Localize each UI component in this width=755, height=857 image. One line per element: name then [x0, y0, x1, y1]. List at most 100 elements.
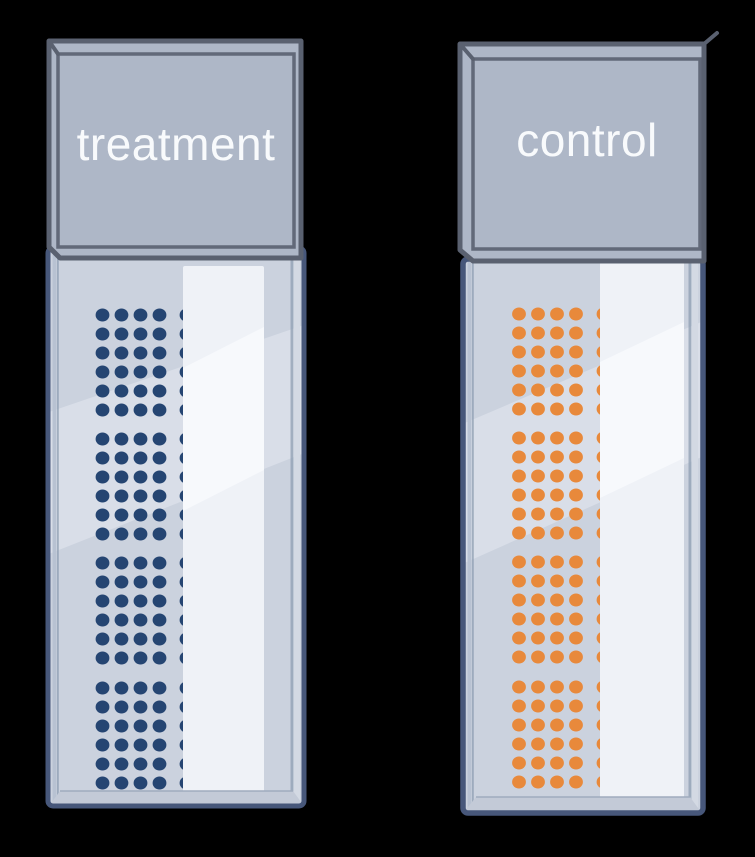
specimen-dot [152, 365, 167, 379]
specimen-dot [569, 326, 583, 340]
specimen-dot [550, 364, 564, 378]
specimen-dot [550, 699, 564, 713]
specimen-dot [133, 594, 148, 608]
specimen-dot [114, 470, 129, 484]
specimen-dot [512, 383, 526, 397]
specimen-dot [550, 680, 564, 694]
specimen-dot [569, 402, 583, 416]
specimen-dot [569, 469, 583, 483]
specimen-dot [152, 632, 167, 646]
specimen-dot [133, 556, 148, 570]
specimen-dot [512, 756, 526, 770]
specimen-dot [550, 326, 564, 340]
right-glass-edge-highlight [293, 248, 300, 806]
specimen-dot [114, 365, 129, 379]
specimen-dot [531, 402, 545, 416]
slide-control: control [457, 31, 719, 816]
specimen-dot [550, 718, 564, 732]
specimen-dot [152, 403, 167, 417]
specimen-dot [531, 469, 545, 483]
specimen-dot [569, 650, 583, 664]
specimen-dot [569, 699, 583, 713]
specimen-dot [133, 776, 148, 790]
specimen-dot [133, 384, 148, 398]
specimen-dot [531, 326, 545, 340]
specimen-dot [133, 489, 148, 503]
specimen-dot [512, 469, 526, 483]
specimen-dot [152, 556, 167, 570]
specimen-dot [550, 650, 564, 664]
specimen-dot [114, 738, 129, 752]
specimen-dot [569, 593, 583, 607]
specimen-dot [512, 402, 526, 416]
label-cap-face-edge [471, 57, 702, 251]
label-cap-treatment: treatment [46, 38, 304, 261]
specimen-dot [95, 757, 110, 771]
specimen-dot [95, 700, 110, 714]
specimen-dot [95, 651, 110, 665]
specimen-dot [114, 594, 129, 608]
specimen-dot [133, 308, 148, 322]
specimen-dot [512, 307, 526, 321]
slide-bottom-bevel [49, 791, 304, 806]
specimen-dot [512, 631, 526, 645]
specimen-dot [114, 403, 129, 417]
specimen-dot [531, 526, 545, 540]
specimen-dot [114, 757, 129, 771]
specimen-dot [95, 613, 110, 627]
label-cap-control: control [457, 31, 719, 264]
specimen-dot [95, 776, 110, 790]
specimen-dot [550, 431, 564, 445]
specimen-dot [569, 680, 583, 694]
specimen-dot [133, 632, 148, 646]
specimen-dot [569, 431, 583, 445]
specimen-dot [512, 718, 526, 732]
specimen-dot [550, 383, 564, 397]
specimen-dot [569, 775, 583, 789]
specimen-dot [133, 451, 148, 465]
control-label-text: control [516, 114, 658, 166]
specimen-dot [152, 651, 167, 665]
specimen-dot [114, 451, 129, 465]
left-glass-edge-highlight [52, 248, 57, 806]
specimen-dot [531, 650, 545, 664]
specimen-dot [550, 345, 564, 359]
left-glass-edge-line [57, 248, 59, 806]
specimen-dot [531, 775, 545, 789]
label-cap-corner-bevel [47, 39, 60, 56]
specimen-dot [152, 527, 167, 541]
specimen-dot [569, 450, 583, 464]
specimen-dot [550, 574, 564, 588]
specimen-dot [550, 737, 564, 751]
specimen-dot [95, 556, 110, 570]
specimen-dot [114, 432, 129, 446]
specimen-dot [133, 575, 148, 589]
specimen-dot [569, 307, 583, 321]
specimen-dot [152, 700, 167, 714]
specimen-dot [114, 575, 129, 589]
specimen-dot [95, 489, 110, 503]
specimen-dot [512, 574, 526, 588]
specimen-dot [95, 365, 110, 379]
specimen-dot [550, 526, 564, 540]
specimen-dot [531, 507, 545, 521]
specimen-dot [152, 327, 167, 341]
slide-treatment-body [48, 248, 304, 806]
specimen-dot [569, 612, 583, 626]
specimen-dot [95, 308, 110, 322]
specimen-dot [512, 612, 526, 626]
specimen-dot [531, 450, 545, 464]
specimen-dot [95, 346, 110, 360]
specimen-dot [569, 526, 583, 540]
specimen-dot [152, 489, 167, 503]
specimen-dot [133, 700, 148, 714]
specimen-dot [512, 450, 526, 464]
specimen-dot [531, 431, 545, 445]
specimen-dot [95, 451, 110, 465]
specimen-dot [133, 365, 148, 379]
specimen-dot [550, 488, 564, 502]
specimen-dot [531, 699, 545, 713]
specimen-dot [531, 555, 545, 569]
specimen-dot [95, 470, 110, 484]
